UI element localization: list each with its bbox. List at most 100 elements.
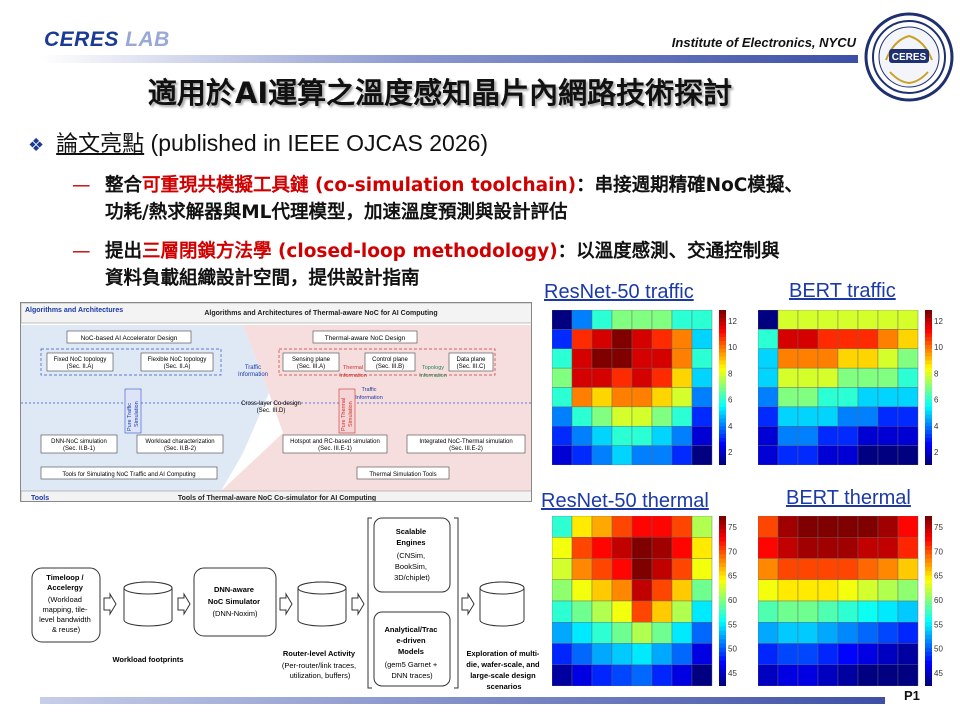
flow-exploration: Exploration of multi- die, wafer-scale, …: [466, 649, 541, 691]
point-2-prefix: 提出: [105, 241, 143, 262]
heatmap-cell: [671, 622, 693, 644]
colorbar-tick-label: 10: [728, 343, 737, 352]
colorbar-segment: [925, 647, 932, 653]
colorbar-segment: [719, 605, 726, 610]
colorbar-segment: [925, 310, 932, 315]
colorbar-segment: [719, 652, 726, 657]
heatmap-cell: [552, 329, 573, 349]
heatmap-cell: [777, 516, 799, 538]
colorbar-segment: [719, 664, 726, 670]
colorbar-segment: [719, 533, 726, 538]
colorbar-segment: [925, 596, 932, 602]
heatmap-cell: [797, 426, 819, 446]
heatmap-cell: [857, 426, 879, 446]
heatmap-cell: [552, 348, 573, 369]
heatmap-cell: [877, 406, 899, 427]
heatmap-cell: [777, 329, 799, 349]
heatmap-cell: [571, 329, 593, 349]
heatmap-cell: [611, 537, 633, 559]
colorbar-segment: [719, 677, 726, 683]
colorbar-segment: [925, 321, 932, 326]
colorbar-segment: [925, 348, 932, 354]
heatmap-cell: [837, 579, 859, 602]
heatmap-cell: [552, 406, 573, 427]
heatmap-cell: [857, 348, 879, 369]
heatmap-cell: [857, 516, 879, 538]
traffic-info-b-label: Traffic: [362, 387, 377, 393]
colorbar-segment: [719, 441, 726, 447]
colorbar-segment: [719, 575, 726, 581]
heatmap-cell: [877, 537, 899, 559]
heatmap-cell: [571, 445, 593, 465]
heatmap-cell: [552, 426, 573, 446]
heatmap-cell: [897, 622, 919, 644]
heatmap-cell: [817, 579, 839, 602]
heatmap-cell: [897, 516, 919, 538]
colorbar-segment: [925, 605, 932, 610]
heatmap-cell: [691, 310, 713, 330]
heatmap-cell: [777, 387, 799, 408]
heatmap-cell: [671, 664, 693, 686]
fixed-topo-label: Fixed NoC topology: [54, 357, 107, 363]
heatmap-cell: [758, 664, 779, 686]
colorbar-segment: [925, 375, 932, 381]
heatmap-cell: [797, 558, 819, 580]
heatmap-cell: [777, 558, 799, 580]
header-bar: [40, 55, 858, 63]
colorbar-segment: [925, 406, 932, 412]
colorbar-segment: [925, 352, 932, 357]
colorbar-segment: [925, 677, 932, 683]
heatmap-cell: [758, 600, 779, 623]
heatmap-cell: [691, 600, 713, 623]
heatmap-cell: [631, 664, 653, 686]
topo-info-label: Topology: [422, 365, 444, 371]
colorbar-segment: [719, 558, 726, 564]
colorbar-segment: [925, 317, 932, 323]
colorbar-segment: [925, 403, 932, 408]
heatmap-cell: [758, 329, 779, 349]
colorbar-tick-label: 6: [934, 396, 939, 405]
point-1-line2: 功耗/熱求解器與ML代理模型，加速溫度預測與設計評估: [105, 202, 568, 223]
colorbar-segment: [925, 325, 932, 330]
point-2: — 提出三層閉鎖方法學 (closed-loop methodology)：以溫…: [72, 238, 960, 292]
colorbar-segment: [719, 639, 726, 644]
colorbar-segment: [719, 647, 726, 653]
heatmap-cell: [877, 516, 899, 538]
colorbar-segment: [719, 434, 726, 439]
colorbar-segment: [925, 430, 932, 435]
colorbar-segment: [925, 329, 932, 334]
heatmap-cell: [571, 406, 593, 427]
heatmap-cell: [797, 367, 819, 388]
heatmap-cell: [877, 445, 899, 465]
heatmap-cell: [651, 558, 673, 580]
heatmap-cell: [691, 579, 713, 602]
colorbar-segment: [925, 669, 932, 674]
heatmap-cell: [897, 558, 919, 580]
brand-logo-text: CERES LAB: [44, 28, 170, 52]
colorbar-tick-label: 45: [728, 669, 737, 678]
heatmap-cell: [552, 664, 573, 686]
colorbar-segment: [719, 310, 726, 315]
heatmap-cell: [857, 406, 879, 427]
heatmap-cell: [651, 426, 673, 446]
heatmap-cell: [651, 579, 673, 602]
colorbar-segment: [925, 579, 932, 585]
colorbar-segment: [925, 341, 932, 346]
institute-label: Institute of Electronics, NYCU: [671, 35, 856, 50]
traffic-info-label2: Information: [238, 372, 268, 378]
colorbar-segment: [925, 437, 932, 443]
colorbar-segment: [719, 592, 726, 598]
heatmap-cell: [591, 537, 613, 559]
heatmap-cell: [591, 643, 613, 665]
colorbar-segment: [719, 550, 726, 555]
colorbar-segment: [719, 669, 726, 674]
heatmap-cell: [817, 537, 839, 559]
colorbar-tick-label: 60: [728, 596, 737, 605]
heatmap-cell: [837, 537, 859, 559]
heatmap-cell: [651, 622, 673, 644]
colorbar-tick-label: 8: [934, 369, 939, 378]
colorbar-segment: [925, 541, 932, 547]
colorbar-tick-label: 55: [934, 620, 943, 629]
heatmap-cell: [797, 348, 819, 369]
heatmap-cell: [651, 329, 673, 349]
